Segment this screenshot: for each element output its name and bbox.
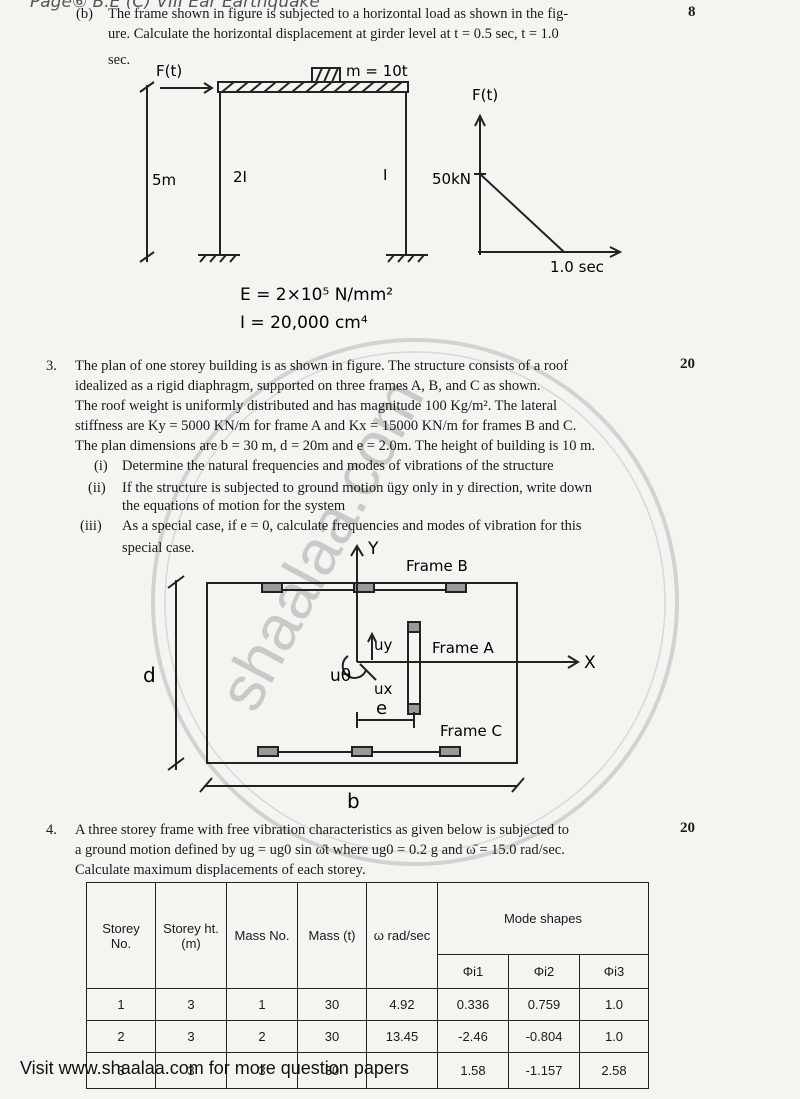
header-phi-i3: Φi3 <box>579 954 649 989</box>
q2b-line-2: ure. Calculate the horizontal displaceme… <box>108 26 559 42</box>
cell: 1 <box>226 988 298 1021</box>
cell: -0.804 <box>508 1020 580 1053</box>
peak-load-label: 50kN <box>432 170 471 188</box>
header-storey-no: Storey No. <box>86 882 156 989</box>
cell: 1.58 <box>437 1052 509 1089</box>
cell: 4.92 <box>366 988 438 1021</box>
cell: 1 <box>86 988 156 1021</box>
cell: 30 <box>297 1052 367 1089</box>
q3-sub-iii-a: As a special case, if e = 0, calculate f… <box>122 518 582 534</box>
frame-b-label: Frame B <box>406 557 468 575</box>
cell: 3 <box>155 988 227 1021</box>
cell: 30 <box>297 1020 367 1053</box>
frame-c-label: Frame C <box>440 722 502 740</box>
q4-line-3: Calculate maximum displacements of each … <box>75 862 366 878</box>
q3-line-1: The plan of one storey building is as sh… <box>75 358 569 374</box>
ux-label: ux <box>374 680 393 698</box>
header-mass: Mass (t) <box>297 882 367 989</box>
q3-sub-i: Determine the natural frequencies and mo… <box>122 458 554 474</box>
frame-a-label: Frame A <box>432 639 495 657</box>
mass-label: m = 10t <box>346 62 408 80</box>
cell: 2 <box>86 1020 156 1053</box>
d-dimension-label: d <box>143 663 156 687</box>
frame-figure: F(t) m = 10t 5m 2I I F(t) 50kN 1.0 sec E… <box>139 62 623 333</box>
q3-line-2: idealized as a rigid diaphragm, supporte… <box>75 378 541 394</box>
plan-figure: Y X Frame B Frame A Frame C d b e uy ux … <box>143 540 596 810</box>
cell: -1.157 <box>508 1052 580 1089</box>
q4-line-2: a ground motion defined by ug = ug0 sin … <box>75 842 565 858</box>
header-phi-i2: Φi2 <box>508 954 580 989</box>
q3-marks: 20 <box>680 356 695 372</box>
load-ramp <box>479 173 565 253</box>
q4-line-1: A three storey frame with free vibration… <box>75 822 570 838</box>
header-mode-shapes: Mode shapes <box>437 882 649 955</box>
q2b-line-1: The frame shown in figure is subjected t… <box>108 6 569 22</box>
cell: 1.0 <box>579 988 649 1021</box>
cell: 3 <box>155 1052 227 1089</box>
cell: 2 <box>226 1020 298 1053</box>
cell: 13.45 <box>366 1020 438 1053</box>
table-row: 2 3 2 30 13.45 -2.46 -0.804 1.0 <box>86 1020 649 1053</box>
force-label: F(t) <box>156 62 182 80</box>
cell: 30 <box>297 988 367 1021</box>
header-storey-ht: Storey ht. (m) <box>155 882 227 989</box>
right-column-label: I <box>383 166 387 184</box>
cell: 0.336 <box>437 988 509 1021</box>
table-header-row: Storey No. Storey ht. (m) Mass No. Mass … <box>86 882 649 989</box>
q2b-line-3: sec. <box>108 52 131 68</box>
q2b-marks: 8 <box>688 4 696 20</box>
cell: 1.0 <box>579 1020 649 1053</box>
cell: 0.759 <box>508 988 580 1021</box>
q3-sub-ii-label: (ii) <box>88 480 106 496</box>
inertia-note: I = 20,000 cm⁴ <box>240 313 368 333</box>
q3-sub-iii-label: (iii) <box>80 518 102 534</box>
header-phi-i1: Φi1 <box>437 954 509 989</box>
elastic-modulus-note: E = 2×10⁵ N/mm² <box>240 285 393 305</box>
graph-axis-label: F(t) <box>472 86 498 104</box>
cell <box>366 1052 438 1089</box>
header-mass-no: Mass No. <box>226 882 298 989</box>
table-subheader-row: Φi1 Φi2 Φi3 <box>87 954 649 989</box>
height-label: 5m <box>152 171 176 189</box>
footer-promo[interactable]: Visit www.shaalaa.com for more question … <box>20 1058 409 1078</box>
q3-line-5: The plan dimensions are b = 30 m, d = 20… <box>75 438 596 454</box>
e-dimension-label: e <box>376 698 387 719</box>
header-omega: ω rad/sec <box>366 882 438 989</box>
q3-sub-ii-a: If the structure is subjected to ground … <box>122 480 592 496</box>
time-label: 1.0 sec <box>550 258 604 276</box>
q3-line-3: The roof weight is uniformly distributed… <box>75 398 558 414</box>
table-row: 1 3 1 30 4.92 0.336 0.759 1.0 <box>86 988 649 1021</box>
left-column-label: 2I <box>233 168 247 186</box>
q3-sub-iii-b: special case. <box>122 540 195 556</box>
header-scrawl: Page⑥ B.E (C) VIII Ear Earthquake <box>30 0 320 12</box>
q3-sub-i-label: (i) <box>94 458 108 474</box>
mass-block <box>311 67 341 83</box>
mode-shapes-table: Storey No. Storey ht. (m) Mass No. Mass … <box>86 882 649 1089</box>
x-axis-label: X <box>584 653 596 673</box>
utheta-label: uθ <box>330 666 351 686</box>
q3-number: 3. <box>46 358 57 374</box>
y-axis-label: Y <box>367 540 379 559</box>
q4-marks: 20 <box>680 820 695 836</box>
uy-label: uy <box>374 636 393 654</box>
cell: 3 <box>155 1020 227 1053</box>
b-dimension-label: b <box>347 789 360 810</box>
cell: 2.58 <box>579 1052 649 1089</box>
cell: -2.46 <box>437 1020 509 1053</box>
table-row: 3 3 3 30 1.58 -1.157 2.58 <box>86 1052 649 1089</box>
q2b-label: (b) <box>76 6 93 22</box>
q3-line-4: stiffness are Ky = 5000 KN/m for frame A… <box>75 418 577 434</box>
q4-number: 4. <box>46 822 57 838</box>
q3-sub-ii-b: the equations of motion for the system <box>122 498 346 514</box>
